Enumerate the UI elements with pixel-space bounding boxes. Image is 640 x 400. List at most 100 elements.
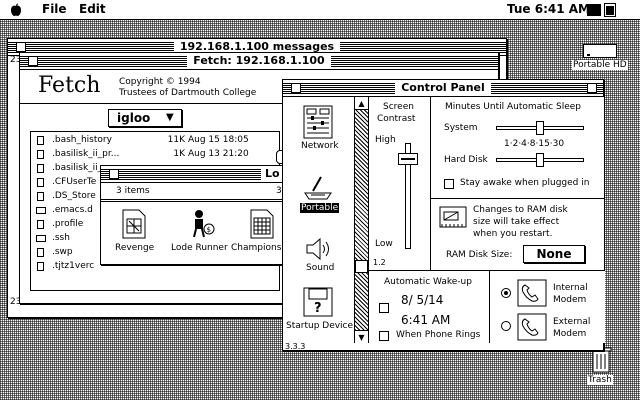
list-item[interactable]: .CFUserTe — [31, 176, 281, 189]
wake-up-date[interactable]: 8/ 5/14 — [401, 293, 444, 307]
championship-label[interactable]: Championsh — [231, 243, 288, 253]
sidebar-item-portable[interactable]: Portable — [300, 203, 340, 213]
edit-menu[interactable]: Edit — [79, 2, 106, 16]
fetch-window-title: Fetch: 192.168.1.100 — [187, 54, 331, 67]
stay-awake-checkbox[interactable] — [444, 179, 454, 189]
list-item[interactable]: .emacs.d — [31, 204, 281, 217]
messages-close-box[interactable] — [16, 42, 26, 52]
network-icon[interactable] — [303, 105, 333, 139]
messages-window-titlebar[interactable]: 192.168.1.100 messages — [8, 39, 506, 56]
menu-clock[interactable]: Tue 6:41 AM — [507, 2, 590, 16]
ram-disk-section: Changes to RAM disk size will take effec… — [430, 198, 604, 271]
list-item[interactable]: .tjtz1verc — [31, 260, 281, 273]
folder-window-titlebar[interactable]: Lo — [101, 166, 289, 183]
items-count: 3 items — [116, 186, 150, 196]
control-panel-close-box[interactable] — [291, 83, 301, 93]
list-item[interactable]: .profile — [31, 218, 281, 231]
external-modem-label: External — [553, 317, 591, 327]
sidebar-item-startup-device[interactable]: Startup Device — [286, 321, 354, 331]
sound-icon[interactable] — [305, 237, 333, 261]
hard-disk-label[interactable]: Portable HD — [572, 60, 628, 70]
phone-rings-checkbox[interactable] — [379, 331, 389, 341]
portable-icon[interactable] — [303, 175, 333, 201]
championship-app-icon[interactable] — [249, 209, 275, 239]
wake-up-title: Automatic Wake-up — [384, 277, 472, 287]
sidebar-item-sound[interactable]: Sound — [306, 263, 335, 273]
zoom-box[interactable] — [587, 83, 597, 93]
contrast-version: 1.2 — [373, 258, 386, 267]
contrast-slider-track[interactable] — [405, 143, 411, 249]
contrast-low-label: Low — [375, 239, 393, 249]
startup-device-icon[interactable]: ? — [303, 287, 333, 317]
contrast-section: Screen Contrast High Low 1.2 — [369, 97, 431, 271]
trash-label[interactable]: Trash — [587, 375, 613, 385]
phone-rings-label: When Phone Rings — [396, 330, 481, 340]
list-item[interactable]: .basilisk_ii_ — [31, 162, 281, 175]
sidebar-item-network[interactable]: Network — [301, 141, 339, 151]
folder-close-box[interactable] — [109, 169, 119, 179]
document-icon — [37, 220, 44, 229]
document-icon — [37, 150, 44, 159]
sidebar-scrollbar[interactable]: ▲ ▼ — [355, 97, 369, 343]
control-panel-titlebar[interactable]: Control Panel — [283, 80, 603, 97]
ram-disk-note-2: size will take effect — [473, 217, 560, 227]
contrast-slider-thumb[interactable] — [398, 153, 418, 165]
svg-text:?: ? — [314, 301, 322, 316]
disk-free-info: 3, — [276, 186, 285, 196]
fetch-copyright-holder: Trustees of Dartmouth College — [119, 88, 257, 98]
folder-popup-menu[interactable]: igloo ▼ — [108, 109, 182, 127]
document-icon — [37, 248, 44, 257]
battery-icon[interactable] — [604, 3, 616, 17]
apple-menu-icon[interactable] — [10, 3, 22, 17]
folder-window[interactable]: Lo 3 items 3, Revenge $ Lode Runner Cham… — [100, 165, 290, 265]
revenge-app-icon[interactable] — [121, 209, 147, 239]
ram-disk-size-popup[interactable]: None — [523, 245, 585, 263]
list-item[interactable]: .ssh — [31, 232, 281, 245]
wake-up-section: Automatic Wake-up 8/ 5/14 6:41 AM When P… — [369, 270, 490, 343]
popup-triangle-icon: ▼ — [166, 112, 174, 123]
scroll-up-arrow-icon[interactable]: ▲ — [355, 97, 368, 110]
control-panel-title: Control Panel — [395, 81, 491, 94]
internal-modem-radio[interactable] — [501, 288, 511, 298]
fetch-window-titlebar[interactable]: Fetch: 192.168.1.100 — [20, 53, 498, 70]
contrast-high-label: High — [375, 135, 396, 145]
list-item[interactable]: .DS_Store — [31, 190, 281, 203]
application-menu-icon[interactable] — [587, 4, 601, 16]
ram-disk-note-3: when you restart. — [473, 229, 553, 239]
control-panel-sidebar: Network Portable Sound ? Startup Device — [283, 97, 355, 343]
fetch-logo: Fetch — [38, 73, 101, 98]
hard-disk-sleep-slider-thumb[interactable] — [536, 153, 544, 167]
folder-icon — [36, 207, 46, 214]
fetch-close-box[interactable] — [28, 56, 38, 66]
messages-line-number: 23 — [10, 297, 22, 307]
wake-up-time[interactable]: 6:41 AM — [401, 313, 451, 327]
folder-icon — [36, 235, 46, 242]
external-modem-icon — [517, 313, 547, 341]
ram-chip-icon — [439, 206, 467, 228]
wake-up-checkbox[interactable] — [379, 303, 389, 313]
folder-popup-label: igloo — [117, 111, 151, 125]
scroll-thumb[interactable] — [355, 260, 368, 273]
ram-disk-note-1: Changes to RAM disk — [473, 205, 568, 215]
internal-modem-label: Internal — [553, 283, 588, 293]
control-panel-window[interactable]: Control Panel Network Portable Sound ? S… — [282, 79, 605, 351]
lode-runner-app-icon[interactable]: $ — [191, 209, 215, 239]
folder-window-title: Lo — [261, 166, 284, 182]
ram-disk-size-label: RAM Disk Size: — [446, 250, 513, 260]
messages-line-number: 23 — [10, 55, 22, 65]
revenge-label[interactable]: Revenge — [115, 243, 155, 253]
contrast-label: Screen — [383, 102, 414, 112]
fetch-copyright: Copyright © 1994 — [119, 77, 201, 87]
lode-runner-label[interactable]: Lode Runner — [171, 243, 228, 253]
control-panel-version: 3.3.3 — [285, 342, 306, 351]
file-menu[interactable]: File — [42, 2, 67, 16]
system-sleep-slider-thumb[interactable] — [536, 121, 544, 135]
list-item[interactable]: .swp — [31, 246, 281, 259]
external-modem-radio[interactable] — [501, 321, 511, 331]
scroll-down-arrow-icon[interactable]: ▼ — [355, 330, 368, 343]
hard-disk-icon[interactable] — [583, 44, 617, 58]
document-icon — [37, 136, 44, 145]
internal-modem-label-2: Modem — [553, 295, 587, 305]
